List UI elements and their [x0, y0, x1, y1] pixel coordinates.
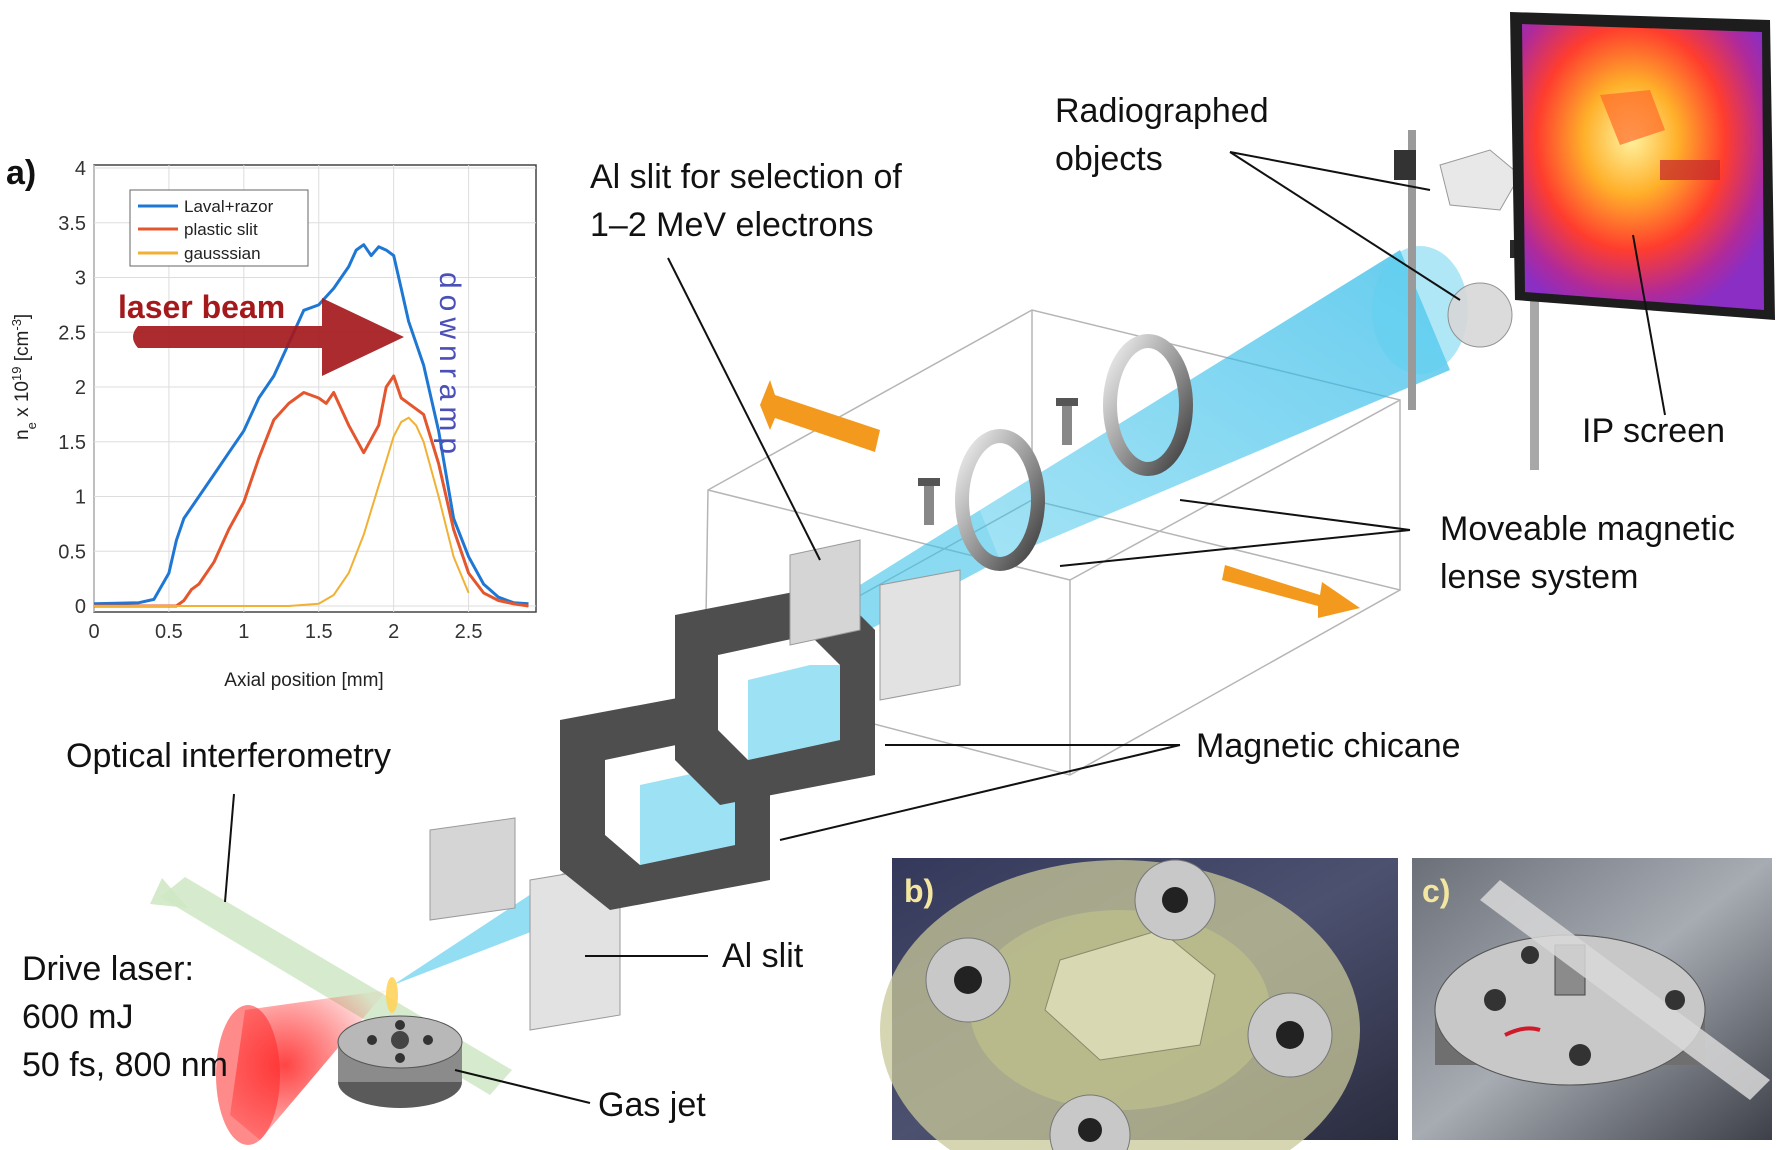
al-slit-selection-label: Al slit for selection of 1–2 MeV electro… — [590, 158, 902, 244]
radiographed-objects-label: Radiographed objects — [1055, 92, 1269, 178]
al-slit-selection-line-1: Al slit for selection of — [590, 158, 902, 196]
magnetic-lens-2 — [1056, 334, 1193, 476]
al-slit-label: Al slit — [722, 937, 804, 975]
y-tick-label: 3.5 — [58, 213, 86, 235]
legend-label-laval: Laval+razor — [184, 197, 274, 216]
y-tick-label: 0.5 — [58, 541, 86, 563]
series-line-gausssian — [94, 416, 470, 607]
y-axis-label: ne x 1019 [cm-3] — [9, 314, 39, 440]
drive-laser-line-1: Drive laser: — [22, 950, 194, 988]
plot-grid — [93, 165, 536, 612]
drive-laser-line-2: 600 mJ — [22, 998, 134, 1036]
radiographed-objects-line-2: objects — [1055, 140, 1163, 178]
y-tick-label: 2.5 — [58, 322, 86, 344]
moveable-lens-label: Moveable magnetic lense system — [1440, 510, 1735, 596]
ip-screen — [1510, 12, 1775, 320]
y-tick-label: 0 — [75, 596, 86, 618]
magnet-2 — [675, 585, 875, 805]
moveable-lens-line-1: Moveable magnetic — [1440, 510, 1735, 548]
y-tick-label: 2 — [75, 377, 86, 399]
y-tick-labels: 0 0.5 1 1.5 2 2.5 3 3.5 4 — [58, 158, 86, 618]
x-tick-label: 2 — [388, 621, 399, 643]
al-slit-plates — [429, 817, 621, 1031]
x-tick-label: 2.5 — [455, 621, 483, 643]
x-tick-label: 0 — [88, 621, 99, 643]
y-tick-label: 1.5 — [58, 432, 86, 454]
ip-screen-label: IP screen — [1582, 412, 1725, 450]
magnetic-lens-1 — [918, 429, 1045, 571]
legend-label-plastic: plastic slit — [184, 220, 258, 239]
orange-arrow-up-left — [760, 380, 880, 452]
plot-curves — [93, 243, 529, 608]
downramp-text: downramp — [433, 272, 466, 460]
laser-beam-text: laser beam — [118, 289, 285, 325]
photo-c: c) — [1412, 858, 1772, 1140]
y-tick-label: 4 — [75, 158, 86, 180]
magnetic-chicane-label: Magnetic chicane — [1196, 727, 1461, 765]
x-tick-label: 1.5 — [305, 621, 333, 643]
y-tick-label: 3 — [75, 268, 86, 290]
panel-a-density-plot: a) 0 0.5 1 1.5 2 2.5 3 3.5 4 0 0.5 1 1.5 2 2.5 Laval+… — [6, 154, 537, 691]
gas-jet — [337, 977, 463, 1108]
y-tick-label: 1 — [75, 487, 86, 509]
panel-a-letter: a) — [6, 154, 36, 192]
drive-laser-label: Drive laser: 600 mJ 50 fs, 800 nm — [22, 950, 228, 1084]
x-tick-label: 0.5 — [155, 621, 183, 643]
al-slit-selection-line-2: 1–2 MeV electrons — [590, 206, 874, 244]
photo-c-letter: c) — [1422, 873, 1450, 909]
legend-label-gaussian: gausssian — [184, 244, 261, 263]
selection-slit-plates — [789, 539, 961, 701]
laser-beam-arrow: laser beam — [118, 289, 404, 376]
x-tick-label: 1 — [238, 621, 249, 643]
x-axis-label: Axial position [mm] — [224, 670, 383, 691]
gas-jet-label: Gas jet — [598, 1086, 706, 1124]
x-tick-labels: 0 0.5 1 1.5 2 2.5 — [88, 621, 482, 643]
drive-laser-line-3: 50 fs, 800 nm — [22, 1046, 228, 1084]
series-line-plastic-slit — [94, 374, 529, 608]
radiographed-objects-line-1: Radiographed — [1055, 92, 1269, 130]
optical-interferometry-label: Optical interferometry — [66, 737, 391, 775]
leader-lines — [224, 151, 1666, 1104]
orange-arrow-down-right — [1222, 565, 1360, 618]
series-line-laval-razor — [93, 243, 529, 606]
photo-b: b) — [880, 858, 1398, 1150]
photo-b-letter: b) — [904, 873, 934, 909]
moveable-lens-line-2: lense system — [1440, 558, 1638, 596]
plot-legend: Laval+razor plastic slit gausssian — [129, 189, 309, 267]
